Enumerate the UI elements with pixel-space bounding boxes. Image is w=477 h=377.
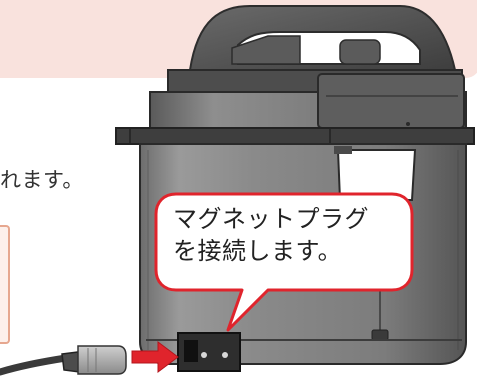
insert-arrow-icon <box>131 341 179 373</box>
lid <box>149 69 467 129</box>
plug-socket <box>177 332 241 372</box>
callout-text: マグネットプラグ を接続します。 <box>173 203 369 267</box>
lid-handle <box>188 5 457 71</box>
callout-line-2: を接続します。 <box>173 237 343 265</box>
instruction-text: れます。 <box>0 168 84 192</box>
callout-line-1: マグネットプラグ <box>173 205 369 233</box>
rim <box>115 127 475 145</box>
callout-bubble <box>154 192 414 332</box>
magnet-plug-icon <box>0 345 127 376</box>
side-panel <box>0 225 10 344</box>
